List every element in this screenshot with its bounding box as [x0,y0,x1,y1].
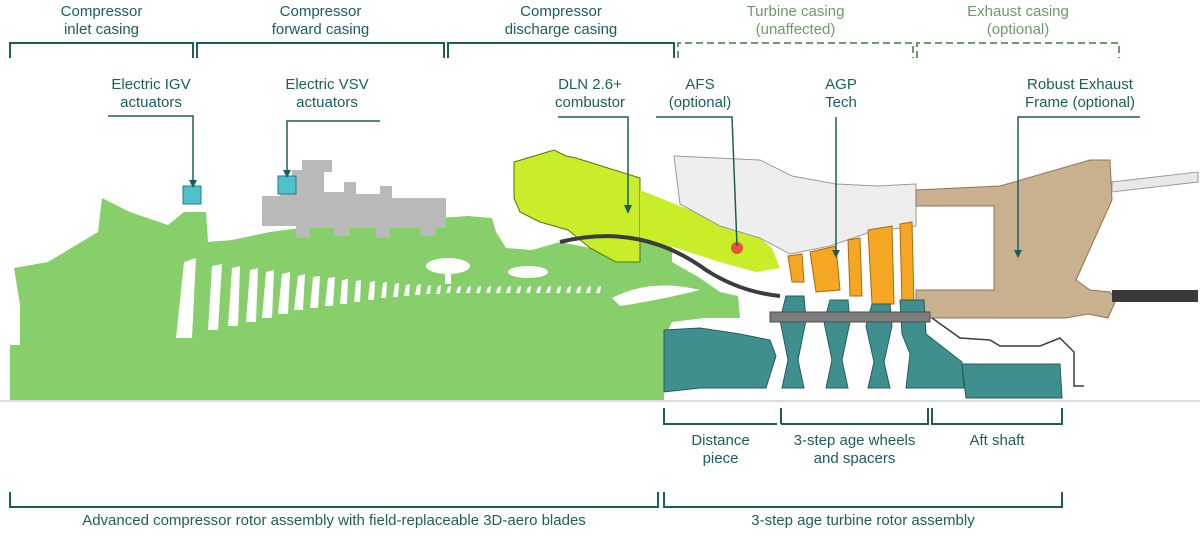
afs-indicator [731,242,743,254]
bracket-turbine-casing [677,42,914,58]
label-compressor-inlet-casing: Compressor inlet casing [60,3,143,38]
aft-flange [1112,290,1198,302]
label-distance-piece: Distance piece [691,432,750,467]
label-compressor-forward-casing: Compressor forward casing [271,3,370,38]
bracket-turbine-assembly [663,492,1063,508]
dln-combustor [513,149,641,263]
compressor-forward-casing [262,160,446,238]
bracket-distance-piece [663,408,777,425]
label-aft-shaft: Aft shaft [969,432,1025,449]
callout-robust-exhaust-frame: Robust Exhaust Frame (optional) [1024,76,1136,111]
bracket-forward-casing [196,42,445,58]
callout-vsv-actuators: Electric VSV actuators [285,76,369,111]
label-turbine-casing: Turbine casing (unaffected) [746,3,845,38]
leader-dln [558,116,629,212]
fuel-line [559,234,781,298]
vsv-actuator [277,175,297,195]
bottom-brackets [9,408,1063,508]
label-turbine-rotor-assembly: 3-step age turbine rotor assembly [751,512,975,529]
exhaust-strut [1111,171,1199,193]
compressor-rotor [10,198,740,400]
leader-igv [108,115,194,186]
turbine-blades [787,221,915,305]
label-exhaust-casing: Exhaust casing (optional) [967,3,1069,38]
callout-agp-tech: AGP Tech [825,76,857,111]
label-age-wheels-spacers: 3-step age wheels and spacers [793,432,916,467]
bearing-housing [931,317,1084,387]
bracket-aft-shaft [931,408,1063,425]
igv-actuator [182,185,202,205]
leader-exhaust [1017,116,1140,256]
callout-igv-actuators: Electric IGV actuators [111,76,191,111]
leader-lines [108,115,1140,256]
turbine-rotor [663,295,1063,399]
bracket-age-wheels [780,408,929,425]
leader-arrowheads [189,170,1022,258]
label-compressor-discharge-casing: Compressor discharge casing [504,3,618,38]
callout-dln-combustor: DLN 2.6+ combustor [554,76,626,111]
top-brackets [9,42,1120,58]
transition-piece [640,190,780,272]
label-compressor-rotor-assembly: Advanced compressor rotor assembly with … [82,512,586,529]
leader-afs [656,116,738,247]
leader-vsv [286,120,380,176]
bracket-discharge-casing [447,42,675,58]
bracket-compressor-assembly [9,492,659,508]
exhaust-frame [915,159,1117,319]
bracket-inlet-casing [9,42,194,58]
compressor-blade-slots [176,258,700,338]
callout-afs: AFS (optional) [668,76,732,111]
bracket-exhaust-casing [916,42,1120,58]
